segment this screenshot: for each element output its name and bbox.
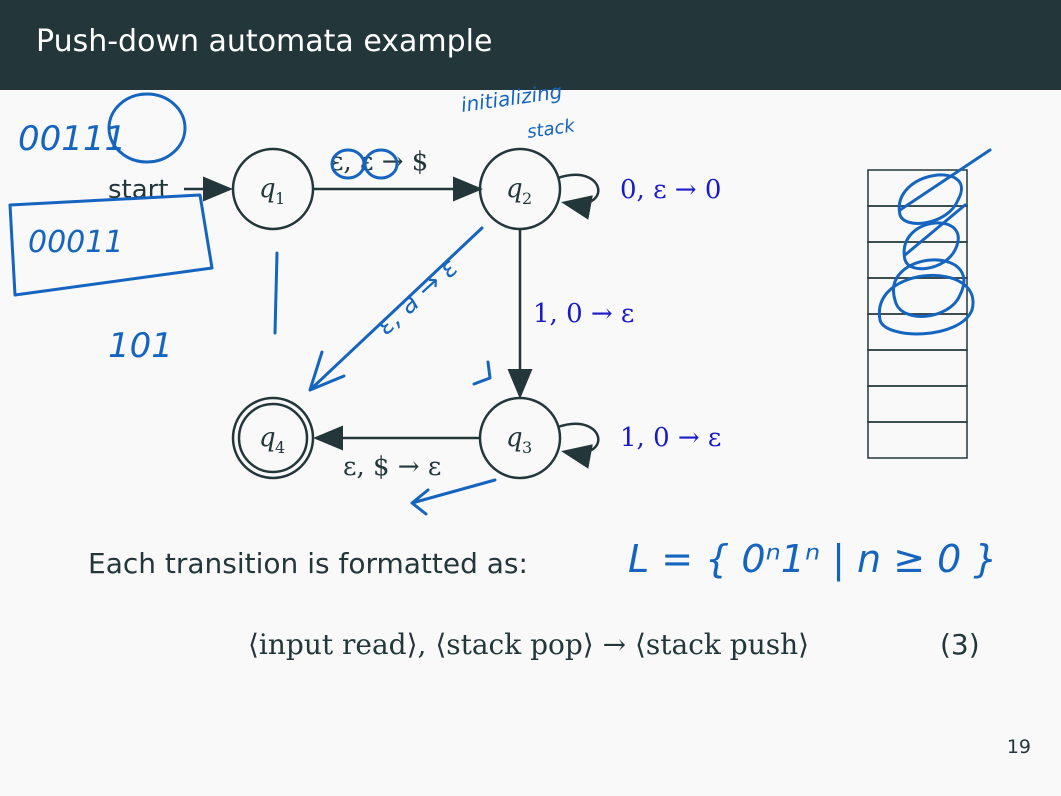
- title-bar: Push-down automata example: [0, 0, 1061, 90]
- edge-q1-q2-label: ε, ε → $: [330, 147, 428, 177]
- state-q4-sub: 4: [275, 438, 285, 457]
- stack-scribble: [898, 148, 992, 257]
- state-q3: q 3: [478, 396, 562, 480]
- stack-scribble: [902, 221, 960, 271]
- handwritten-101: 101: [108, 326, 173, 366]
- state-q3-name: q: [506, 423, 523, 453]
- transition-formula: ⟨input read⟩, ⟨stack pop⟩ → ⟨stack push⟩: [248, 628, 810, 661]
- stack-cell: [867, 349, 968, 387]
- edge-q3-loop-label: 1, 0 → ε: [620, 423, 721, 453]
- edge-q2-loop: [557, 173, 600, 220]
- state-q4-name: q: [259, 423, 276, 453]
- stack-cell: [867, 385, 968, 423]
- handwritten-stack: stack: [526, 115, 578, 143]
- state-q1: q 1: [231, 147, 315, 231]
- stack-cell: [867, 313, 968, 351]
- edge-q3-loop: [557, 422, 600, 469]
- handwritten-language: L = { 0ⁿ1ⁿ | n ≥ 0 }: [628, 537, 998, 582]
- state-q1-sub: 1: [275, 189, 285, 208]
- stack-cell: [867, 241, 968, 279]
- state-q2: q 2: [478, 147, 562, 231]
- state-q1-name: q: [259, 174, 276, 204]
- transition-intro: Each transition is formatted as:: [88, 547, 528, 580]
- stack-cell: [867, 421, 968, 459]
- stack-drawing: [867, 148, 992, 459]
- stack-scribble: [878, 273, 975, 336]
- equation-number: (3): [940, 628, 980, 661]
- ink-circle-eps2: [363, 148, 399, 180]
- state-q2-name: q: [506, 174, 523, 204]
- ink-circle-top-left: [107, 92, 187, 164]
- ink-arrow-q3-q4: [410, 478, 497, 516]
- state-q4: q 4: [231, 396, 315, 480]
- state-q3-sub: 3: [522, 438, 532, 457]
- ink-stroke-q1: [273, 251, 279, 335]
- slide-title: Push-down automata example: [36, 24, 493, 59]
- state-q2-sub: 2: [522, 189, 532, 208]
- stack-scribble: [897, 173, 963, 225]
- ink-arrow-q2-q4: [308, 226, 484, 392]
- ink-tick: [472, 360, 492, 386]
- handwritten-initializing: initializing: [459, 79, 563, 117]
- edge-q2-q3-label: 1, 0 → ε: [533, 299, 634, 329]
- handwritten-eps-a-eps: ε, a → ε: [371, 253, 465, 341]
- edge-q2-loop-label: 0, ε → 0: [620, 175, 721, 205]
- slide-number: 19: [1006, 736, 1031, 758]
- ink-box: [8, 193, 214, 297]
- handwritten-box-string: 00011: [28, 225, 123, 260]
- edge-q3-q4-label: ε, $ → ε: [343, 452, 441, 482]
